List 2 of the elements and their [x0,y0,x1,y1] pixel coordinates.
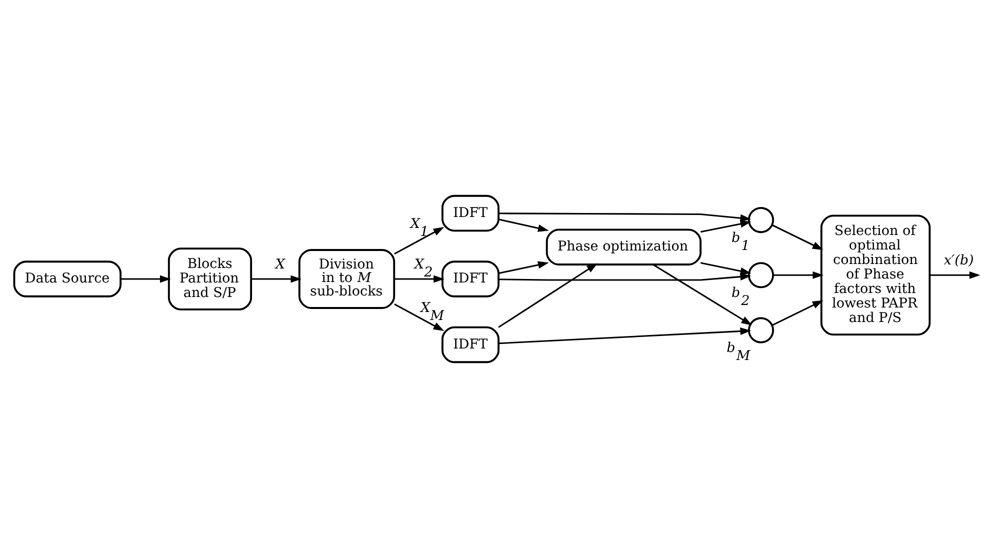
edge-label: X [275,256,286,272]
edge-label: x′(b) [944,252,974,268]
